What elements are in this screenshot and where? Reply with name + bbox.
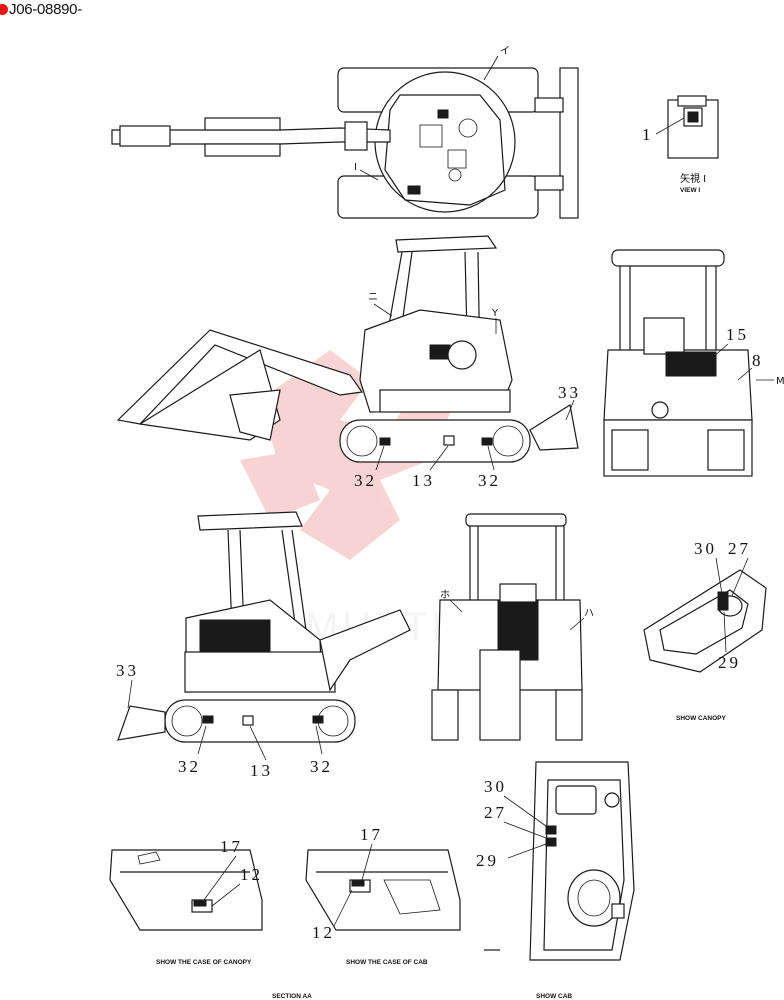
section-canopy: 17 12 SHOW THE CASE OF CANOPY <box>109 837 263 966</box>
part-num-32-a: 32 <box>354 471 377 490</box>
part-num-27-b: 27 <box>484 803 507 822</box>
part-num-12-a: 12 <box>240 865 263 884</box>
part-code: J06-08890- <box>9 0 82 18</box>
part-num-13-b: 13 <box>250 761 273 780</box>
part-num-32-b: 32 <box>478 471 501 490</box>
label-arrow-ni: ニ <box>368 292 378 303</box>
part-num-33-b: 33 <box>116 661 139 680</box>
caption-show-cab: SHOW CAB <box>536 993 572 1000</box>
caption-section-aa: SECTION AA <box>272 993 312 1000</box>
label-arrow-y: Y <box>491 308 499 319</box>
label-arrow-i-top: イ <box>500 46 510 57</box>
part-num-30-a: 30 <box>694 539 717 558</box>
caption-case-cab: SHOW THE CASE OF CAB <box>346 959 428 966</box>
part-num-32-c: 32 <box>178 757 201 776</box>
label-arrow-i: I <box>354 162 357 173</box>
label-arrow-ho: ホ <box>440 589 450 601</box>
part-num-17-a: 17 <box>220 837 243 856</box>
canopy-detail: 30 27 29 SHOW CANOPY <box>643 539 767 722</box>
label-arrow-ha: ハ <box>584 608 594 619</box>
cab-detail: 30 27 29 SHOW CAB <box>476 761 635 1000</box>
top-view-excavator: イ I <box>111 46 579 219</box>
front-view: ホ ハ <box>431 513 594 741</box>
part-num-17-b: 17 <box>360 825 383 844</box>
part-num-13-a: 13 <box>412 471 435 490</box>
brand-dot-icon <box>0 3 8 15</box>
part-num-8: 8 <box>752 351 764 370</box>
part-num-30-b: 30 <box>484 777 507 796</box>
part-num-33-a: 33 <box>558 383 581 402</box>
view-i-label: VIEW I <box>680 187 700 194</box>
caption-case-canopy: SHOW THE CASE OF CANOPY <box>156 959 252 966</box>
part-num-27-a: 27 <box>728 539 751 558</box>
part-num-15: 15 <box>726 325 749 344</box>
rear-view: 15 8 M <box>603 249 784 477</box>
part-num-12-b: 12 <box>312 923 335 942</box>
label-arrow-m: M <box>776 376 784 387</box>
header: J06-08890- <box>0 0 82 18</box>
part-num-29-a: 29 <box>718 653 741 672</box>
view-i-jp-label: 矢視 I <box>680 172 706 185</box>
part-num-32-d: 32 <box>310 757 333 776</box>
side-view-left: 33 32 13 32 <box>116 511 411 780</box>
part-num-29-b: 29 <box>476 851 499 870</box>
view-i-detail: 1 矢視 I VIEW I <box>642 95 719 194</box>
section-cab: 17 12 SHOW THE CASE OF CAB <box>305 825 461 966</box>
caption-show-canopy: SHOW CANOPY <box>676 715 727 722</box>
side-view-right: ニ Y 33 32 13 32 <box>116 235 581 490</box>
part-num-1-view: 1 <box>642 125 654 144</box>
